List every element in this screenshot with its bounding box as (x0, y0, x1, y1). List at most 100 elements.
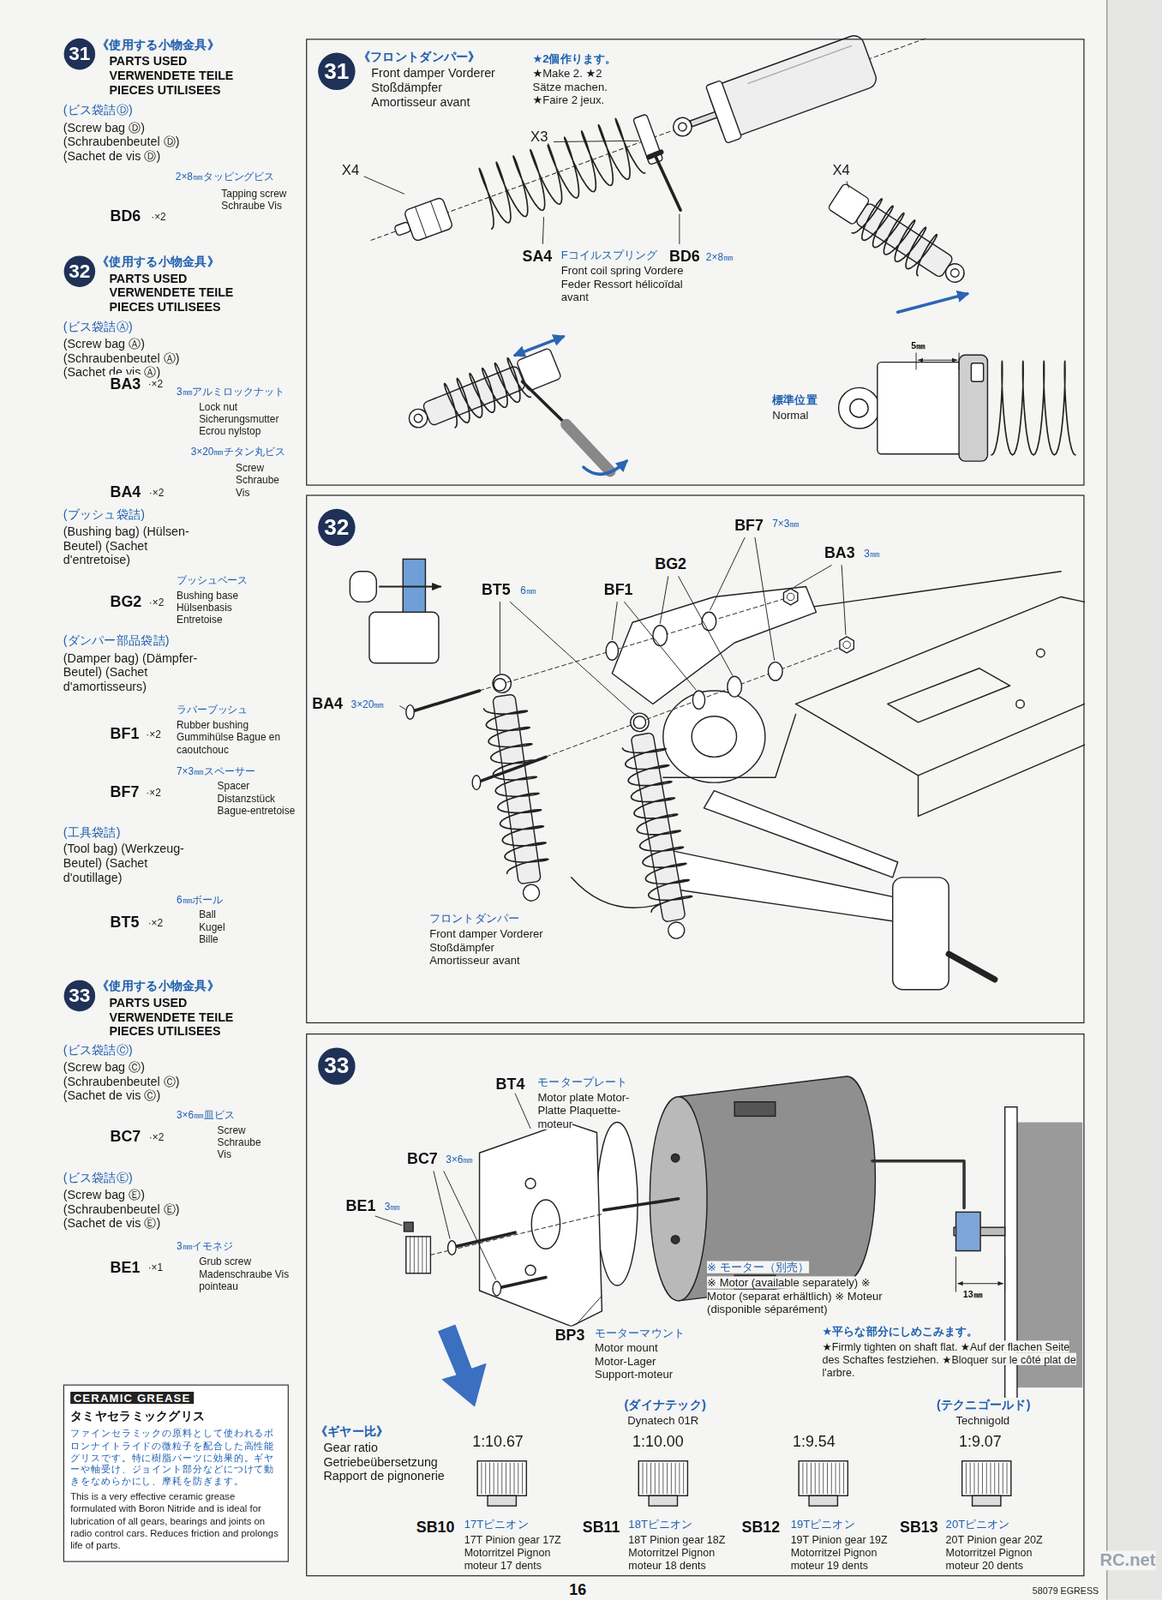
node-text: Front damper Vorderer Stoßdämpfer Amorti… (429, 927, 543, 966)
circle-outline (64, 255, 96, 288)
caption-text: 58079 EGRESS (1032, 1585, 1099, 1596)
screw (654, 155, 681, 210)
part-shape (692, 690, 705, 709)
caption-text: Dynatech 01R (627, 1413, 699, 1426)
caption-text: Lock nut Sicherungsmutter Ecrou nylstop (198, 401, 279, 437)
caption-text: Rubber bushing Gummihülse Bague en caout… (176, 718, 281, 755)
part-shape (727, 676, 743, 697)
caption-text: Ball Kugel Bille (198, 909, 225, 945)
label-holder: 《使用する小物金具》 (96, 37, 220, 53)
label-holder: Tapping screw Schraube Vis (221, 187, 293, 212)
leader-line (375, 1215, 402, 1226)
step-number-text: 33 (323, 1053, 349, 1080)
caption-text: (Damper bag) (Dämpfer-Beutel) (Sachet d'… (63, 651, 198, 695)
part-shape (827, 182, 870, 225)
line-art (652, 846, 909, 923)
caption-text: PARTS USED VERWENDETE TEILE PIECES UTILI… (108, 995, 234, 1039)
part-shape (670, 1153, 680, 1162)
node-text: 《ギヤー比》 (315, 1424, 390, 1439)
label-holder: 3㎜ (384, 1200, 402, 1213)
node-text: Gear ratio Getriebeübersetzung Rapport d… (323, 1440, 444, 1484)
label-holder: (Bushing bag) (Hülsen-Beutel) (Sachet d'… (63, 524, 198, 569)
part-shape (701, 611, 717, 630)
text-holder: フロントダンパー (429, 911, 520, 925)
line-art (430, 1214, 602, 1256)
grub-screw (403, 1221, 414, 1232)
step-number: 32 (317, 508, 356, 547)
coil-spring (484, 702, 551, 874)
japanese-caption: 《使用する小物金具》 (96, 253, 220, 269)
part-shape (808, 1495, 838, 1506)
label-holder: BA4 (311, 694, 343, 713)
screw (455, 1232, 516, 1247)
label-holder: 13㎜ (963, 1289, 983, 1301)
part-shape (648, 1495, 677, 1506)
label-holder: 17T Pinion gear 17Z Motorritzel Pignon m… (464, 1533, 582, 1571)
label-holder: 7×3㎜スペーサー (176, 765, 256, 778)
label-holder: (ダイナテック) (624, 1397, 707, 1413)
japanese-caption: (ビス袋詰Ⓔ) (63, 1170, 133, 1186)
dimension-line (956, 1257, 1006, 1292)
caption-text: Motor plate Motor-Platte Plaquette-moteu… (537, 1090, 629, 1130)
label-holder: 18T Pinion gear 18Z Motorritzel Pignon m… (628, 1533, 746, 1571)
label-holder: (ダンパー部品袋詰) (63, 633, 170, 648)
label-holder: 6㎜ (520, 584, 537, 597)
part-shape (663, 690, 766, 783)
label-holder: 2×8㎜ (706, 251, 734, 264)
label-holder: 18Tピニオン (628, 1517, 693, 1531)
text-holder: ★2個作ります。 (532, 52, 617, 66)
leader-line (754, 537, 775, 660)
japanese-caption: Fコイルスプリング (561, 248, 659, 261)
label-holder: Ball Kugel Bille (198, 909, 240, 946)
label-holder: RC.net (1099, 1551, 1156, 1572)
step-number: 32 (63, 255, 96, 288)
japanese-caption: 《使用する小物金具》 (96, 978, 220, 994)
caption-text: 1:10.00 (632, 1431, 684, 1450)
caption-text: (Screw bag Ⓒ) (Schraubenbeutel Ⓒ) (Sache… (63, 1060, 180, 1103)
pinion-gear (798, 1461, 848, 1496)
label-holder: (ビス袋詰Ⓔ) (63, 1170, 133, 1186)
label-holder: BT5 (110, 913, 140, 932)
label-holder: (工具袋詰) (63, 825, 121, 840)
leader-line (846, 181, 849, 188)
part-shape (838, 387, 881, 429)
part-shape (970, 363, 983, 382)
step-number-text: 32 (323, 514, 349, 541)
label-holder: 5㎜ (910, 341, 926, 353)
label-holder: ★平らな部分にしめこみます。 (822, 1324, 979, 1338)
label-holder: Motor plate Motor-Platte Plaquette-moteu… (537, 1090, 640, 1131)
label-holder: X4 (832, 161, 850, 179)
motor-shaft (604, 1198, 679, 1210)
circle-outline (64, 38, 96, 71)
line-art (748, 45, 852, 84)
caption-text: 13㎜ (963, 1289, 983, 1300)
node-text: This is a very effective ceramic grease … (70, 1490, 279, 1551)
part-code: BG2 (654, 555, 687, 573)
label-holder: X3 (530, 128, 548, 146)
label-holder: 3×6㎜ (445, 1153, 474, 1166)
part-code: BF7 (110, 782, 140, 800)
step-number: 33 (63, 979, 96, 1013)
leader-line (710, 537, 745, 611)
step-number-text: 33 (68, 984, 90, 1007)
label-holder: Dynatech 01R (627, 1413, 699, 1427)
part-shape (492, 1281, 502, 1296)
label-holder: BF1 (604, 580, 634, 599)
caption-text: 1:9.54 (792, 1431, 836, 1450)
text-holder: This is a very effective ceramic grease … (70, 1490, 282, 1552)
screw-head (648, 151, 661, 157)
leader-line (364, 176, 404, 194)
label-holder: 標準位置 (772, 394, 817, 408)
leader-line (678, 576, 733, 676)
label-holder: (Damper bag) (Dämpfer-Beutel) (Sachet d'… (63, 651, 215, 695)
text-holder: ファインセラミックの原料として使われるボロンナイトライドの微粒子を配合した高性能… (70, 1426, 282, 1488)
caption-text: 1:9.07 (958, 1431, 1002, 1450)
part-shape (633, 113, 664, 165)
text-holder: Front damper Vorderer Stoßdämpfer Amorti… (371, 65, 496, 110)
caption-text: ·×2 (149, 1131, 165, 1143)
dimension-line (958, 1282, 1003, 1284)
label-holder: 20T Pinion gear 20Z Motorritzel Pignon m… (946, 1533, 1064, 1571)
node-text: ★Make 2. ★2 Sätze machen. ★Faire 2 jeux. (532, 67, 607, 107)
label-holder: 16 (569, 1580, 587, 1599)
